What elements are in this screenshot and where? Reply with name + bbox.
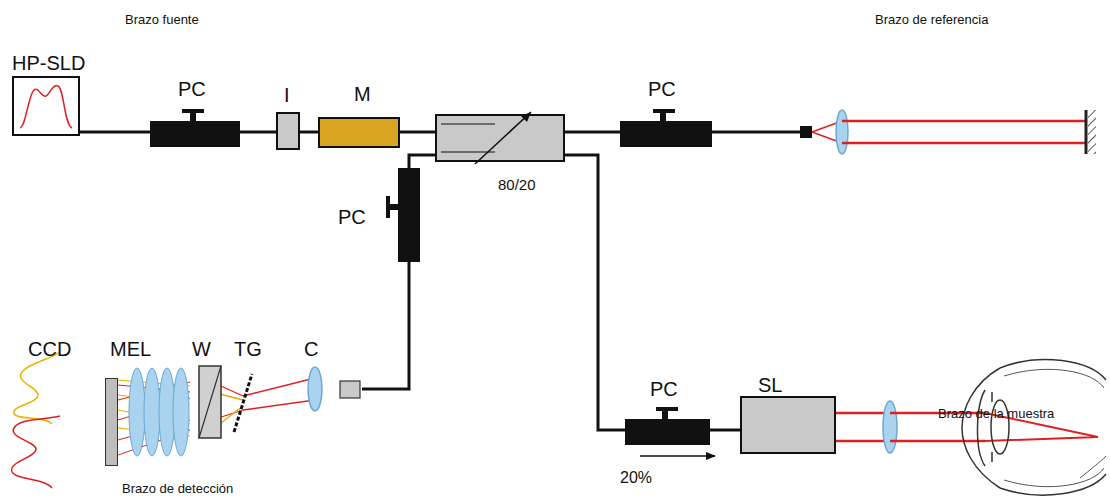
component-shape bbox=[128, 366, 190, 458]
light-source: HP-SLD bbox=[12, 76, 80, 136]
component-label: TG bbox=[234, 338, 262, 360]
collimator-lens: C bbox=[305, 366, 362, 412]
arm-title: Brazo de la muestra bbox=[938, 406, 1054, 422]
component-shape bbox=[198, 365, 222, 439]
optical-fiber bbox=[565, 131, 620, 134]
component-shape bbox=[12, 76, 80, 136]
optical-fiber bbox=[80, 131, 150, 134]
component-shape bbox=[435, 114, 565, 162]
lens-group: MEL bbox=[128, 366, 190, 458]
component-label: PC bbox=[650, 378, 678, 400]
sample-optics bbox=[836, 359, 1106, 495]
component-label: I bbox=[284, 84, 290, 106]
optical-fiber bbox=[565, 155, 625, 430]
component-shape bbox=[105, 378, 118, 466]
arm-title: Brazo de detección bbox=[122, 481, 233, 497]
detection-rays bbox=[12, 352, 315, 488]
component-shape bbox=[276, 112, 300, 150]
camera-sensor: CCD bbox=[105, 378, 118, 466]
component-label: PC bbox=[338, 206, 366, 228]
component-shape bbox=[305, 366, 362, 412]
optical-fiber bbox=[409, 155, 435, 168]
component-label: W bbox=[192, 338, 211, 360]
direction-arrow bbox=[640, 455, 715, 457]
component-label: CCD bbox=[28, 338, 71, 360]
isolator: I bbox=[276, 112, 300, 150]
component-label: PC bbox=[648, 78, 676, 100]
component-label: C bbox=[304, 338, 318, 360]
modulator: M bbox=[318, 117, 400, 148]
wedge-prism: W bbox=[198, 365, 222, 439]
component-shape bbox=[232, 372, 254, 434]
optical-fiber bbox=[362, 262, 409, 389]
polarization-controller: PC bbox=[150, 117, 240, 147]
transmission-grating: TG bbox=[232, 372, 254, 434]
polarization-controller: PC bbox=[620, 117, 712, 147]
optical-fiber bbox=[710, 429, 740, 432]
component-shape bbox=[625, 415, 710, 445]
split-ratio: 20% bbox=[620, 468, 652, 487]
component-label: SL bbox=[758, 374, 782, 396]
component-shape bbox=[150, 117, 240, 147]
optical-fiber bbox=[240, 131, 276, 134]
component-label: MEL bbox=[110, 338, 151, 360]
component-shape bbox=[740, 396, 836, 454]
component-label: 80/20 bbox=[498, 177, 536, 194]
component-label: PC bbox=[178, 78, 206, 100]
fiber-coupler: 80/20 bbox=[435, 114, 565, 162]
polarization-controller: PC bbox=[625, 415, 710, 445]
arm-title: Brazo fuente bbox=[125, 12, 199, 28]
optical-fiber bbox=[300, 131, 318, 134]
component-label: M bbox=[354, 83, 371, 105]
component-shape bbox=[398, 168, 420, 262]
component-label: HP-SLD bbox=[12, 52, 85, 74]
component-shape bbox=[318, 117, 400, 148]
component-shape bbox=[620, 117, 712, 147]
arm-title: Brazo de referencia bbox=[875, 12, 988, 28]
polarization-controller: PC bbox=[398, 168, 420, 262]
scan-lens: SL bbox=[740, 396, 836, 454]
optical-fiber bbox=[400, 131, 435, 134]
reference-optics bbox=[712, 110, 1096, 154]
